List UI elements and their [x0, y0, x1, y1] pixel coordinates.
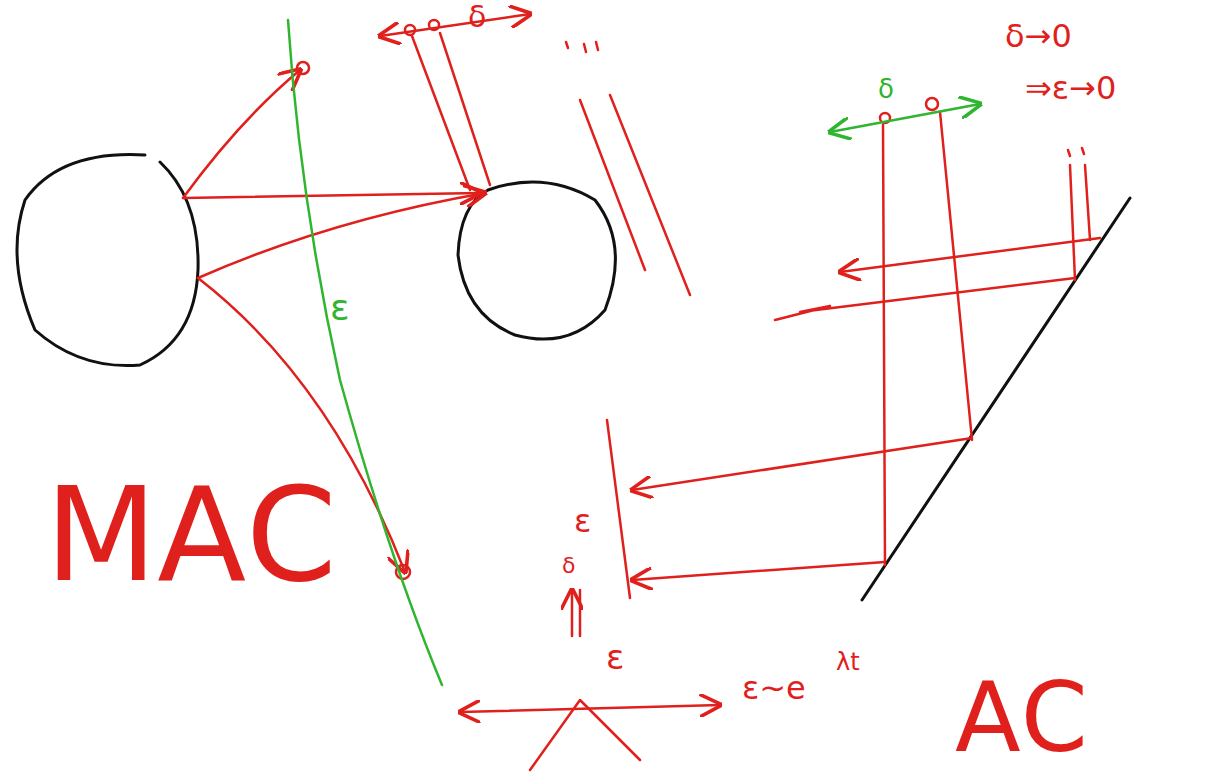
- handwritten-label: ε: [606, 640, 624, 674]
- handwritten-label: ⇒ε→0: [1025, 72, 1116, 104]
- handwritten-label: δ: [562, 555, 575, 577]
- handwritten-label: АС: [955, 670, 1088, 766]
- handwritten-label: λt: [836, 650, 860, 674]
- handwritten-label: δ: [878, 76, 894, 102]
- handwritten-label: δ→0: [1005, 20, 1072, 52]
- handwritten-label: ε~e: [742, 672, 806, 704]
- handwritten-label: МАС: [45, 470, 337, 600]
- handwritten-label: δ: [468, 2, 486, 32]
- handwritten-label: ε: [574, 505, 591, 537]
- handwritten-label: ε: [330, 290, 349, 326]
